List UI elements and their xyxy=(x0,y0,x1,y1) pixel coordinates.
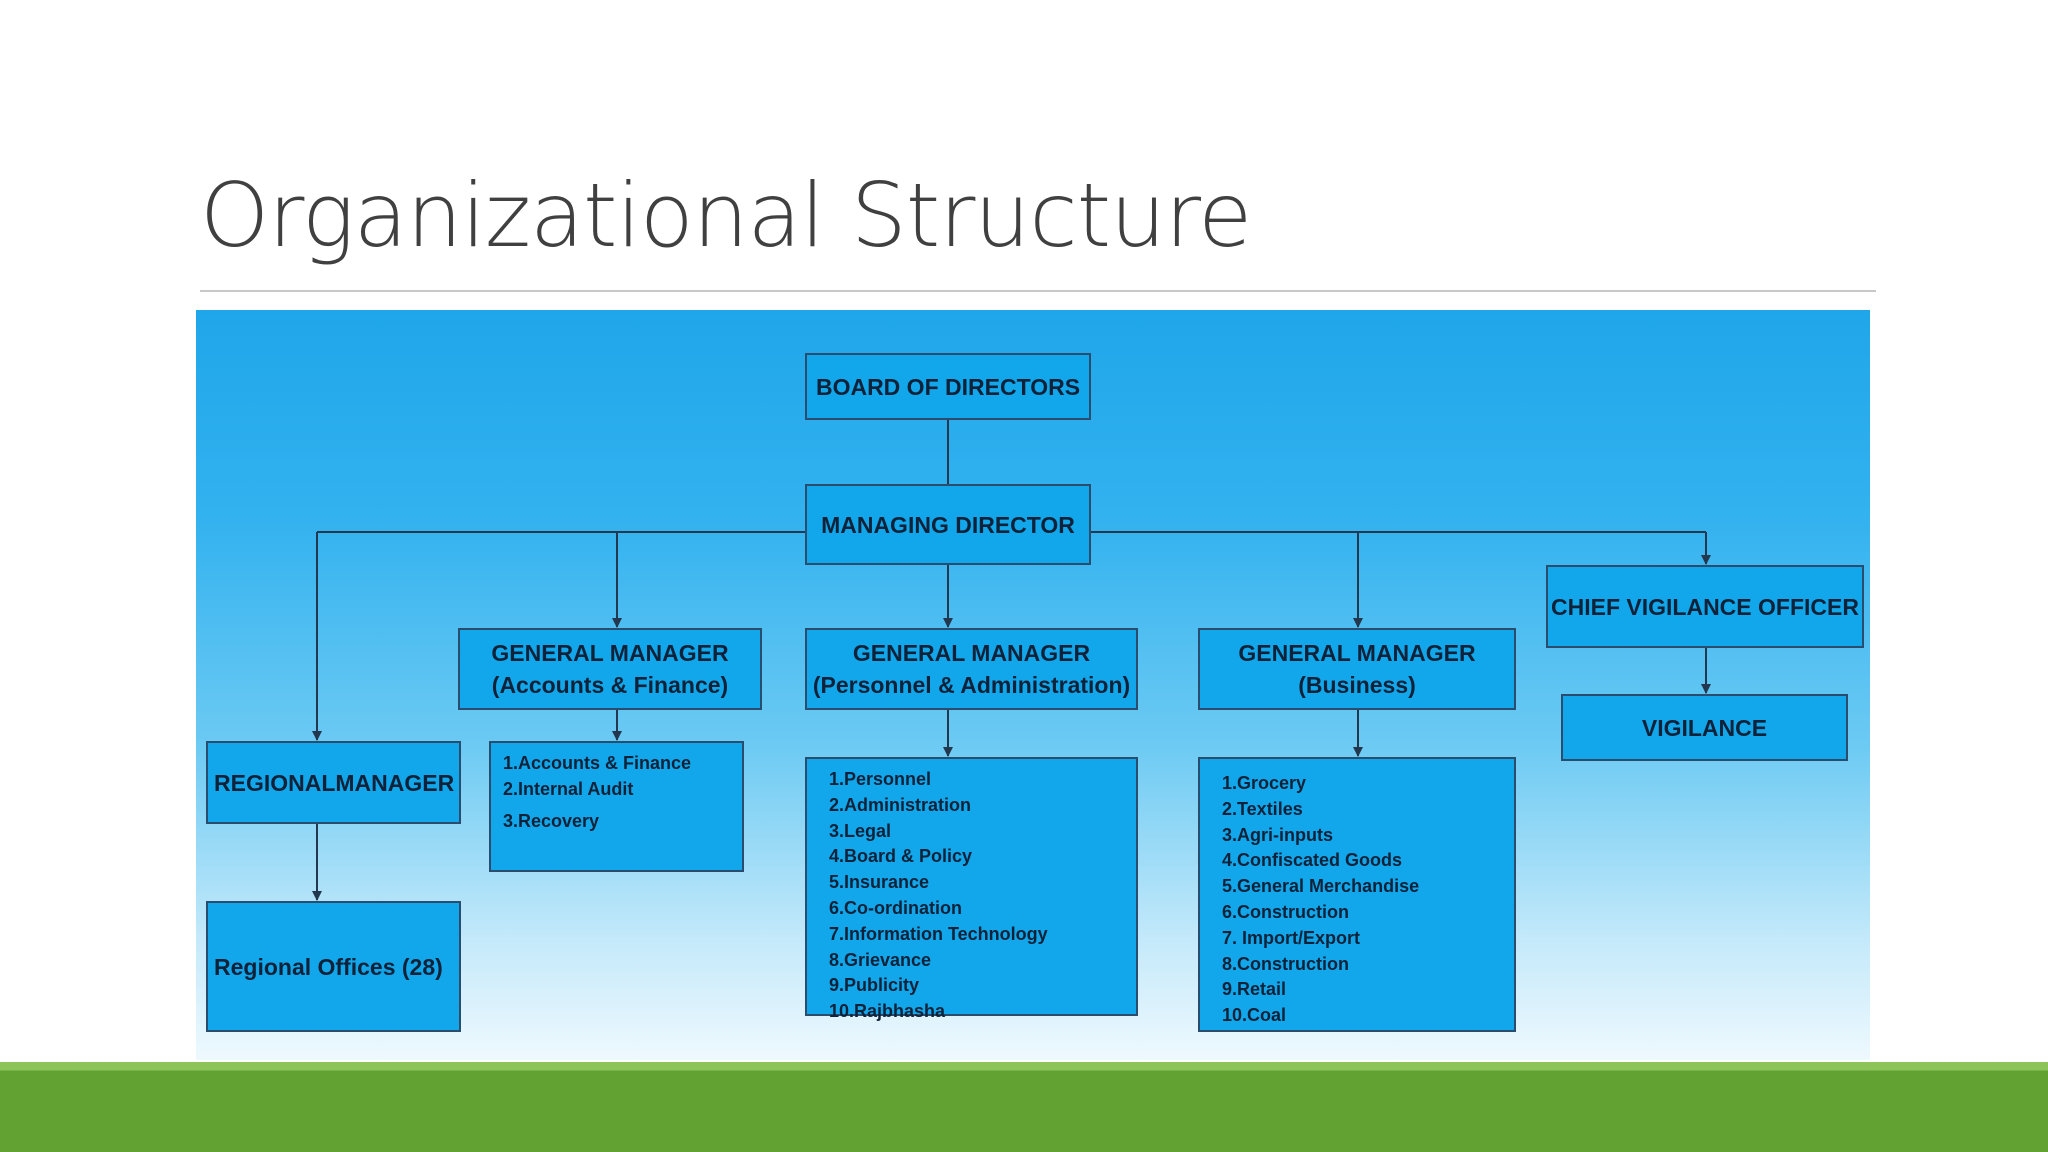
list-item: 6.Co-ordination xyxy=(829,897,962,918)
chief-vigilance-officer-box: CHIEF VIGILANCE OFFICER xyxy=(1546,565,1864,648)
list-item: 9.Publicity xyxy=(829,975,920,996)
gm-accounts-finance-subtitle: (Accounts & Finance) xyxy=(491,672,729,698)
managing-director-label: MANAGING DIRECTOR xyxy=(821,511,1075,538)
board-of-directors-box: BOARD OF DIRECTORS xyxy=(805,353,1091,420)
managing-director-box: MANAGING DIRECTOR xyxy=(805,484,1091,565)
list-item: 10.Coal xyxy=(1222,1005,1287,1026)
list-item: 1.Personnel xyxy=(829,769,932,789)
gm-accounts-finance-box: GENERAL MANAGER (Accounts & Finance) xyxy=(458,628,762,710)
list-item: 7. Import/Export xyxy=(1222,927,1361,948)
vigilance-label: VIGILANCE xyxy=(1641,714,1768,741)
business-functions-list: 1.Grocery 2.Textiles 3.Agri-inputs 4.Con… xyxy=(1198,757,1516,1032)
regional-manager-box: REGIONALMANAGER xyxy=(206,741,461,824)
list-item: 2.Internal Audit xyxy=(503,778,634,799)
list-item: 3.Agri-inputs xyxy=(1222,824,1333,845)
list-item: 4.Confiscated Goods xyxy=(1222,850,1403,871)
regional-manager-label: REGIONALMANAGER xyxy=(214,769,455,796)
slide-title: Organizational Structure xyxy=(200,164,1252,267)
gm-personnel-admin-title: GENERAL MANAGER xyxy=(852,640,1091,666)
list-item: 6.Construction xyxy=(1222,901,1350,922)
title-divider xyxy=(200,290,1876,292)
gm-business-box: GENERAL MANAGER (Business) xyxy=(1198,628,1516,710)
list-item: 4.Board & Policy xyxy=(829,846,973,867)
board-of-directors-label: BOARD OF DIRECTORS xyxy=(815,373,1081,400)
list-item: 8.Grievance xyxy=(829,949,932,970)
list-item: 3.Recovery xyxy=(503,810,600,831)
org-chart-diagram: BOARD OF DIRECTORS MANAGING DIRECTOR GEN… xyxy=(196,310,1870,1060)
list-item: 5.Insurance xyxy=(829,872,930,893)
list-item: 1.Grocery xyxy=(1222,773,1307,793)
gm-accounts-finance-title: GENERAL MANAGER xyxy=(491,640,729,666)
regional-offices-box: Regional Offices (28) xyxy=(206,901,461,1032)
personnel-admin-functions-list: 1.Personnel 2.Administration 3.Legal 4.B… xyxy=(805,757,1138,1021)
footer-accent-bar xyxy=(0,1062,2048,1152)
list-item: 8.Construction xyxy=(1222,953,1350,974)
gm-personnel-admin-subtitle: (Personnel & Administration) xyxy=(812,672,1131,698)
gm-business-subtitle: (Business) xyxy=(1298,672,1416,698)
list-item: 5.General Merchandise xyxy=(1222,876,1420,897)
list-item: 2.Textiles xyxy=(1222,798,1303,819)
gm-personnel-admin-box: GENERAL MANAGER (Personnel & Administrat… xyxy=(805,628,1138,710)
list-item: 9.Retail xyxy=(1222,979,1287,1000)
list-item: 3.Legal xyxy=(829,820,892,841)
list-item: 1.Accounts & Finance xyxy=(503,753,692,773)
accounts-finance-functions-list: 1.Accounts & Finance 2.Internal Audit 3.… xyxy=(489,741,744,872)
gm-business-title: GENERAL MANAGER xyxy=(1238,640,1476,666)
vigilance-box: VIGILANCE xyxy=(1561,694,1848,761)
list-item: 2.Administration xyxy=(829,794,972,815)
list-item: 10.Rajbhasha xyxy=(829,1001,946,1022)
regional-offices-label: Regional Offices (28) xyxy=(214,953,443,980)
chief-vigilance-officer-label: CHIEF VIGILANCE OFFICER xyxy=(1551,593,1859,620)
list-item: 7.Information Technology xyxy=(829,923,1048,944)
